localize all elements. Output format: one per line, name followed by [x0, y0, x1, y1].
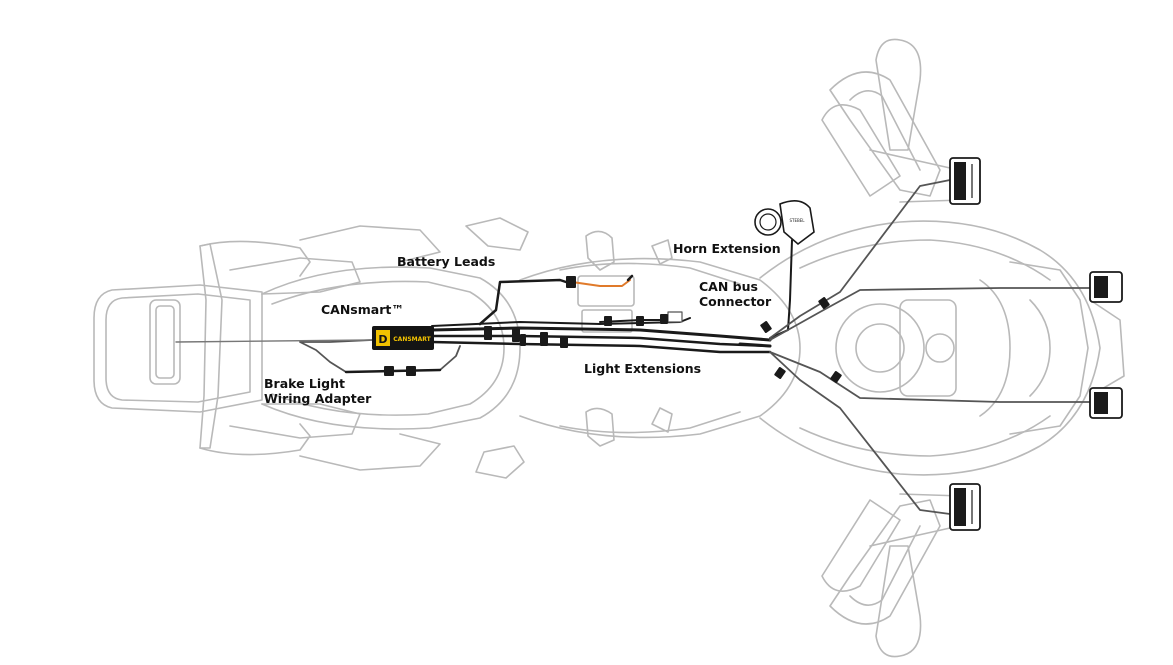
front-fairing [759, 220, 1101, 476]
cansmart-device: D CANSMART [372, 326, 434, 350]
battery-lead-positive [571, 279, 631, 287]
battery-lead-negative [478, 278, 574, 326]
device-logo-letter: D [378, 333, 387, 346]
handlebar-right [829, 499, 941, 625]
horn: STEBEL [754, 200, 815, 246]
rear-rack [93, 284, 263, 413]
light-wire-lower-left [769, 351, 951, 515]
mirror-right [875, 545, 922, 658]
light-wire-upper-right [769, 287, 1091, 341]
aux-light-upper-right [1089, 271, 1123, 303]
label-can-bus-line2: Connector [699, 294, 772, 309]
label-brake-light-line2: Wiring Adapter [264, 391, 372, 406]
brake-light-wire [299, 339, 461, 373]
label-battery-leads: Battery Leads [397, 254, 496, 269]
label-light-extensions: Light Extensions [584, 361, 702, 376]
aux-light-upper-left [949, 157, 981, 205]
horn-cap-text: STEBEL [789, 218, 805, 223]
handlebar-left [829, 71, 941, 197]
label-cansmart: CANsmart™ [321, 302, 404, 317]
aux-light-lower-right [1089, 387, 1123, 419]
aux-light-lower-left [949, 483, 981, 531]
motorcycle-outline [93, 38, 1125, 658]
fuel-tank [519, 257, 801, 439]
label-horn-extension: Horn Extension [673, 241, 781, 256]
mirror-left [875, 38, 922, 151]
light-wire-upper-left [769, 179, 951, 339]
wiring-harness [175, 179, 1091, 515]
device-brand-text: CANSMART [393, 336, 431, 343]
label-brake-light-line1: Brake Light [264, 376, 346, 391]
light-wire-lower-right [769, 351, 1091, 403]
seat [261, 266, 521, 430]
label-can-bus-line1: CAN bus [699, 279, 758, 294]
